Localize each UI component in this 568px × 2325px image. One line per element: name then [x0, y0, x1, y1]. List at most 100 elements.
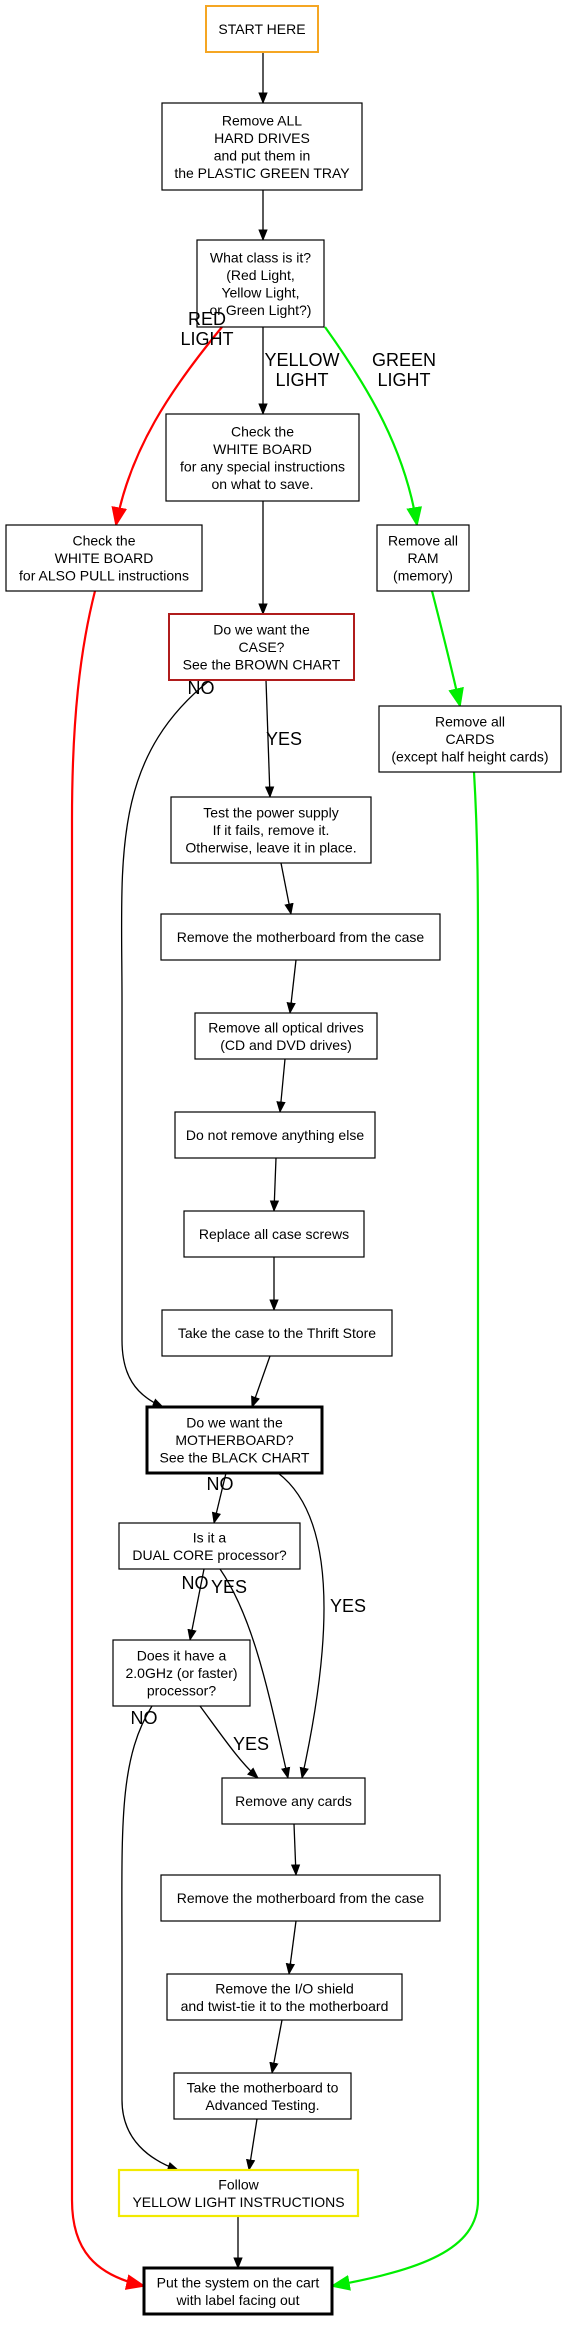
node-any-cards: Remove any cards: [221, 1777, 366, 1825]
node-box: [205, 5, 319, 53]
edge-label-case_q-to-psu: YES: [266, 729, 302, 749]
node-screws: Replace all case screws: [183, 1210, 365, 1258]
node-optical: Remove all optical drives(CD and DVD dri…: [194, 1012, 378, 1060]
edge-wb_also-to-cart: [70, 590, 146, 2290]
edge-label-ghz-to-follow: NO: [131, 1708, 158, 1728]
node-box: [5, 524, 203, 592]
edge-label-mobo_q-to-dual: NO: [207, 1474, 234, 1494]
node-box: [174, 1111, 376, 1159]
node-box: [118, 1522, 301, 1570]
edge-ram-to-cards_all: [430, 590, 464, 708]
node-box: [183, 1210, 365, 1258]
node-box: [378, 705, 562, 773]
edge-ghz-to-follow: [121, 1705, 180, 2171]
edge-nothing-to-screws: [269, 1157, 280, 1213]
node-nothing: Do not remove anything else: [174, 1111, 376, 1159]
node-label: Replace all case screws: [199, 1226, 349, 1242]
edges-layer: [70, 52, 480, 2291]
node-box: [117, 2168, 360, 2218]
node-box: [161, 1309, 393, 1357]
edge-psu-to-mobo1: [280, 862, 294, 916]
node-box: [160, 1874, 441, 1922]
node-label: Remove all optical drives(CD and DVD dri…: [208, 1019, 364, 1053]
edge-mobo1-to-optical: [286, 959, 297, 1015]
edge-label-case_q-to-mobo_q: NO: [188, 678, 215, 698]
node-box: [112, 1639, 251, 1707]
node-box: [161, 102, 363, 191]
edge-mobo2-to-io: [285, 1920, 297, 1976]
node-box: [194, 1012, 378, 1060]
node-label: Remove the motherboard from the case: [177, 1890, 425, 1906]
node-label: What class is it?(Red Light,Yellow Light…: [210, 249, 312, 318]
node-label: Take the case to the Thrift Store: [178, 1325, 376, 1341]
edge-thrift-to-mobo_q: [251, 1355, 271, 1409]
edge-any_cards-to-mobo2: [290, 1823, 301, 1877]
node-label: Remove any cards: [235, 1793, 352, 1809]
edge-label-dual-to-ghz: NO: [182, 1573, 209, 1593]
node-box: [221, 1777, 366, 1825]
node-label: START HERE: [218, 21, 305, 37]
edge-label-mobo_q-to-any_cards: YES: [330, 1596, 366, 1616]
edge-optical-to-nothing: [276, 1058, 286, 1114]
node-class: What class is it?(Red Light,Yellow Light…: [196, 239, 325, 328]
edge-class-to-wb_also: [111, 326, 223, 527]
node-box: [168, 613, 355, 681]
edge-label-ghz-to-any_cards: YES: [233, 1734, 269, 1754]
node-box: [142, 2266, 334, 2316]
node-box: [376, 524, 470, 592]
node-box: [165, 413, 360, 502]
edge-cards_all-to-cart: [330, 771, 480, 2291]
node-box: [166, 1973, 403, 2021]
edge-case_q-to-mobo_q: [120, 679, 211, 1408]
node-label: Remove the motherboard from the case: [177, 929, 425, 945]
node-box: [173, 2072, 352, 2120]
node-box: [170, 796, 372, 864]
node-start: START HERE: [205, 5, 319, 53]
node-mobo1: Remove the motherboard from the case: [160, 913, 441, 961]
edge-label-dual-to-any_cards: YES: [211, 1577, 247, 1597]
node-box: [160, 913, 441, 961]
edge-mobo_q-to-any_cards: [277, 1472, 325, 1780]
edge-adv-to-follow: [246, 2118, 258, 2172]
node-thrift: Take the case to the Thrift Store: [161, 1309, 393, 1357]
node-box: [196, 239, 325, 328]
edge-mobo_q-to-dual: [211, 1472, 227, 1525]
node-mobo2: Remove the motherboard from the case: [160, 1874, 441, 1922]
edge-case_q-to-psu: [264, 679, 275, 799]
node-box: [145, 1405, 324, 1475]
